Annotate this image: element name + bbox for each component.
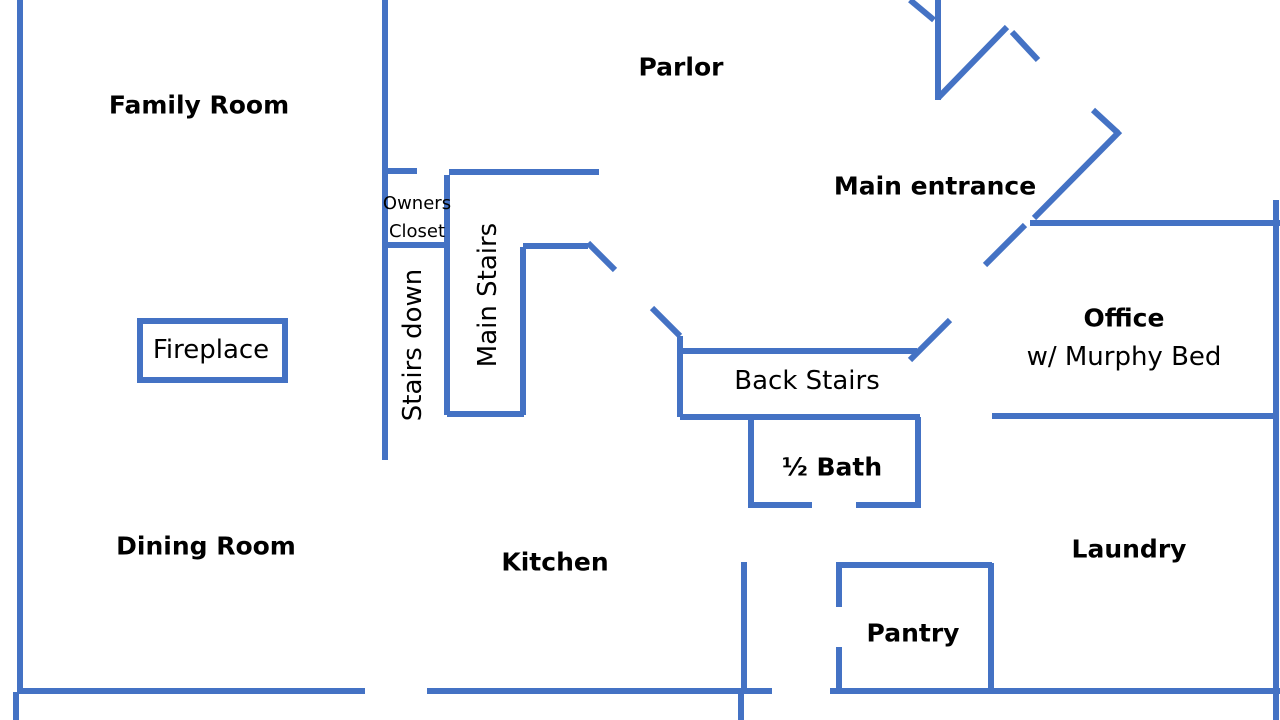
label-fireplace: Fireplace (152, 335, 270, 365)
label-laundry: Laundry (1071, 534, 1187, 564)
label-owners-closet-line1: Owners (382, 193, 452, 214)
label-pantry: Pantry (866, 618, 960, 648)
fireplace-box (137, 318, 288, 383)
label-kitchen: Kitchen (501, 547, 609, 577)
door-back-stairs-right (907, 317, 953, 363)
door-office-stub (1090, 107, 1121, 136)
label-family-room: Family Room (108, 90, 290, 120)
door-office-lower (982, 222, 1028, 268)
label-dining-room: Dining Room (116, 531, 296, 561)
door-stairs-swing (585, 240, 618, 273)
label-owners-closet: Owners Closet (383, 190, 451, 246)
door-entrance-stub (1009, 29, 1041, 63)
label-stairs-down: Stairs down (398, 268, 428, 422)
label-office: Office (1083, 303, 1165, 333)
door-entrance-swing (935, 24, 1010, 101)
door-back-stairs-left (649, 305, 683, 339)
label-main-entrance: Main entrance (833, 171, 1037, 201)
label-office-sub: w/ Murphy Bed (1026, 342, 1222, 372)
label-main-stairs: Main Stairs (473, 222, 503, 368)
label-back-stairs: Back Stairs (734, 366, 880, 396)
door-office-swing (1031, 128, 1123, 221)
door-parlor-top (908, 0, 936, 23)
label-half-bath: ½ Bath (781, 452, 883, 482)
label-owners-closet-line2: Closet (388, 221, 446, 242)
label-parlor: Parlor (638, 52, 724, 82)
